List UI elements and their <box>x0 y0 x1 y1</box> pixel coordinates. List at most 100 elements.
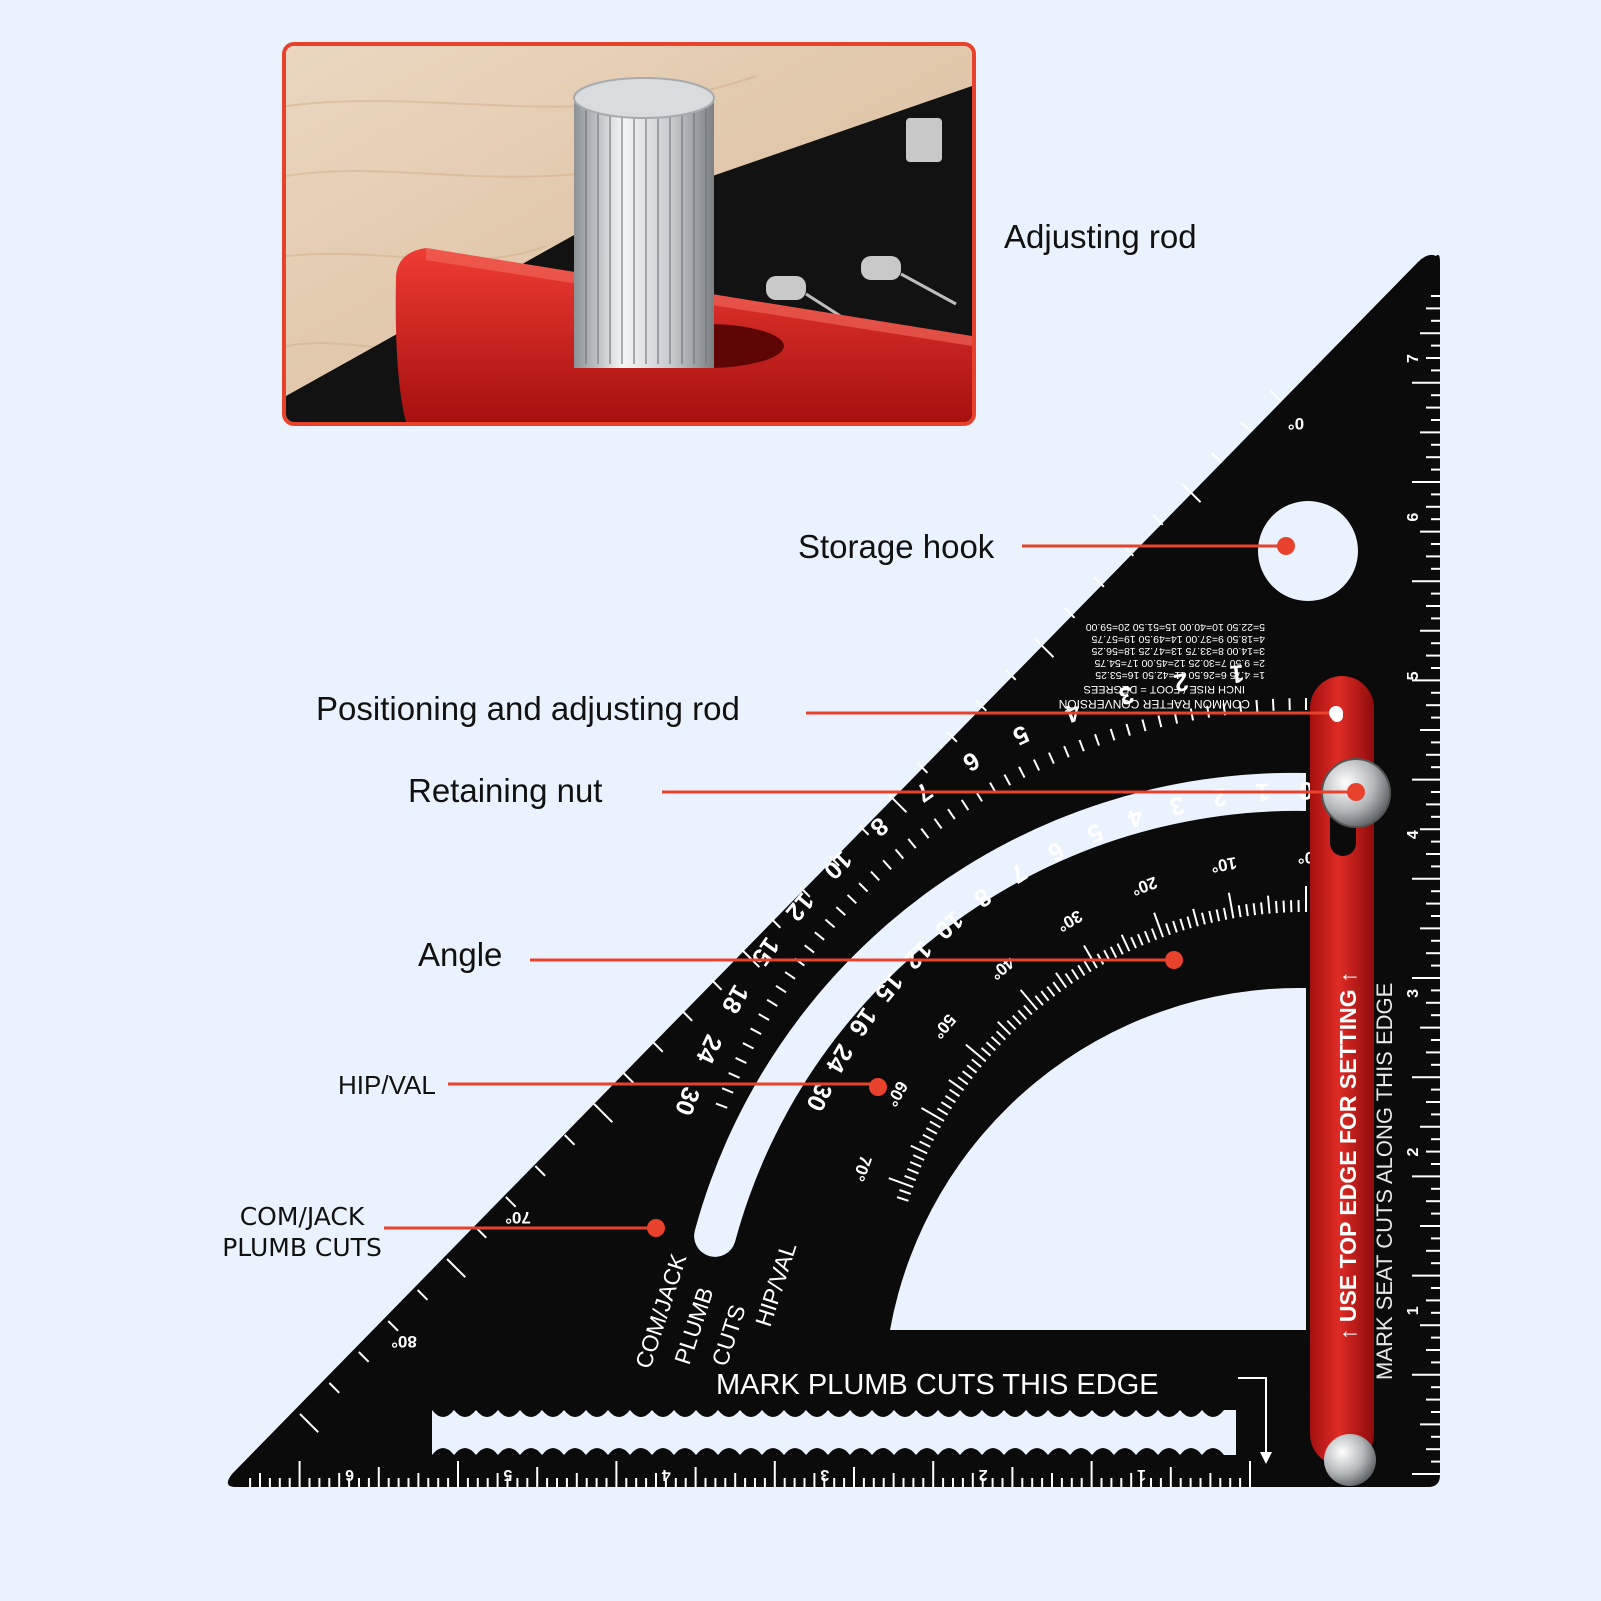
rafter-row: 1= 4.75 6=26.50 11=42.50 16=53.25 <box>1095 669 1265 681</box>
arc-tick <box>1063 745 1070 758</box>
degree-tick <box>1172 920 1178 933</box>
hyp-tick <box>769 917 782 929</box>
hyp-tick <box>1269 390 1282 402</box>
degree-tick <box>896 1196 909 1202</box>
seat-cuts-print: MARK SEAT CUTS ALONG THIS EDGE <box>1372 983 1397 1380</box>
degree-tick <box>1252 903 1257 916</box>
degree-tick <box>990 1036 1001 1046</box>
right-ruler-ticks <box>1412 295 1440 1475</box>
arc-tick <box>894 848 905 860</box>
degree-tick <box>1077 964 1086 977</box>
ruler-number: 5 <box>503 1466 512 1483</box>
ruler-number: 2 <box>979 1466 988 1483</box>
arc-tick <box>814 931 825 941</box>
callout-dots <box>647 537 1365 1237</box>
degree-tick <box>1109 946 1118 959</box>
hyp-tick <box>1034 638 1055 658</box>
hyp-tick <box>299 1413 319 1433</box>
hyp-tick <box>652 1041 664 1053</box>
degree-tick <box>909 1161 922 1168</box>
degree-tick <box>1017 1009 1028 1021</box>
degree-tick <box>906 1167 919 1175</box>
hypotenuse-degree-labels: 0°70°80° <box>391 414 1304 1351</box>
hyp-tick <box>887 793 908 813</box>
hyp-tick <box>416 1289 429 1301</box>
retaining-nut-dot <box>1347 783 1365 801</box>
angle-dot <box>1165 951 1183 969</box>
hyp-tick <box>916 762 929 774</box>
degree-tick <box>996 1020 1012 1036</box>
plumb-edge-arrowhead <box>1260 1452 1272 1464</box>
degree-tick <box>1192 908 1199 927</box>
plumb-edge-arrow <box>1238 1377 1267 1462</box>
hyp-tick <box>946 731 958 743</box>
hyp-tick <box>1211 452 1223 464</box>
hyp-tick <box>858 824 870 836</box>
degree-tick <box>904 1174 917 1182</box>
arc-tick <box>803 944 815 954</box>
outer-arc-ticks <box>715 698 1307 1109</box>
degree-tick <box>936 1107 949 1116</box>
degree-tick <box>910 1144 928 1155</box>
hyp-tick <box>328 1382 340 1394</box>
degree-tick <box>1034 995 1044 1006</box>
ruler-number: 6 <box>1405 513 1422 522</box>
arc-tick <box>920 827 930 839</box>
ruler-number: 7 <box>1405 354 1422 363</box>
degree-tick <box>899 1189 912 1195</box>
arc-tick <box>1255 699 1259 712</box>
degree-tick <box>1179 918 1185 931</box>
ruler-number: 4 <box>1405 830 1422 839</box>
seat-cuts-print-group: MARK SEAT CUTS ALONG THIS EDGE <box>1372 983 1397 1380</box>
degree-tick <box>1083 944 1098 969</box>
ruler-number: 4 <box>662 1466 671 1483</box>
arc-tick <box>1141 719 1147 732</box>
arc-number: 0 <box>1299 776 1313 804</box>
arc-tick <box>835 906 846 916</box>
degree-tick <box>1245 904 1249 917</box>
protractor-window <box>890 987 1306 1330</box>
arc-tick <box>775 984 787 994</box>
storage-hook-dot <box>1277 537 1295 555</box>
ruler-number: 3 <box>1405 989 1422 998</box>
arc-tick <box>947 808 956 820</box>
arc-tick <box>758 1013 770 1021</box>
ruler-number: 6 <box>345 1466 354 1483</box>
arc-tick <box>1125 723 1131 736</box>
arc-tick <box>1238 701 1243 714</box>
degree-tick <box>1150 928 1158 941</box>
degree-tick <box>940 1101 953 1110</box>
positioning-rod: ↑ USE TOP EDGE FOR SETTING ↑ <box>1310 676 1376 1486</box>
degree-tick <box>995 1030 1007 1041</box>
arc-tick <box>715 1102 728 1109</box>
degree-tick <box>971 1058 982 1068</box>
degree-tick <box>1064 972 1074 985</box>
degree-tick <box>929 1120 941 1129</box>
hyp-degree-label: 80° <box>391 1332 417 1351</box>
hyp-tick <box>622 1072 635 1084</box>
hyp-tick <box>975 700 987 712</box>
rafter-title-1: COMMON RAFTER CONVERSION <box>1059 697 1250 711</box>
hypotenuse-ticks <box>299 390 1282 1433</box>
callout-hip-val: HIP/VAL <box>338 1070 436 1100</box>
callout-retaining-nut: Retaining nut <box>408 772 603 809</box>
degree-tick <box>944 1094 956 1104</box>
arc-tick <box>1271 698 1275 711</box>
callout-angle: Angle <box>418 936 503 973</box>
degree-tick <box>1046 985 1056 997</box>
callout-lines <box>384 544 1356 1230</box>
com-jack-dot <box>647 1219 665 1237</box>
degree-tick <box>1019 989 1039 1011</box>
rafter-row: 2= 9.50 7=30.25 12=45.00 17=54.75 <box>1094 657 1265 669</box>
hyp-tick <box>711 979 723 991</box>
arc-tick <box>1078 739 1085 752</box>
degree-tick <box>1023 1004 1033 1016</box>
hip-val-dot <box>869 1078 887 1096</box>
degree-tick <box>1006 1019 1017 1031</box>
degree-tick <box>888 1177 914 1188</box>
degree-tick <box>1215 909 1221 922</box>
serrated-slot <box>432 1410 1236 1455</box>
hyp-tick <box>1005 669 1017 681</box>
use-top-edge-print: ↑ USE TOP EDGE FOR SETTING ↑ <box>1335 972 1361 1340</box>
